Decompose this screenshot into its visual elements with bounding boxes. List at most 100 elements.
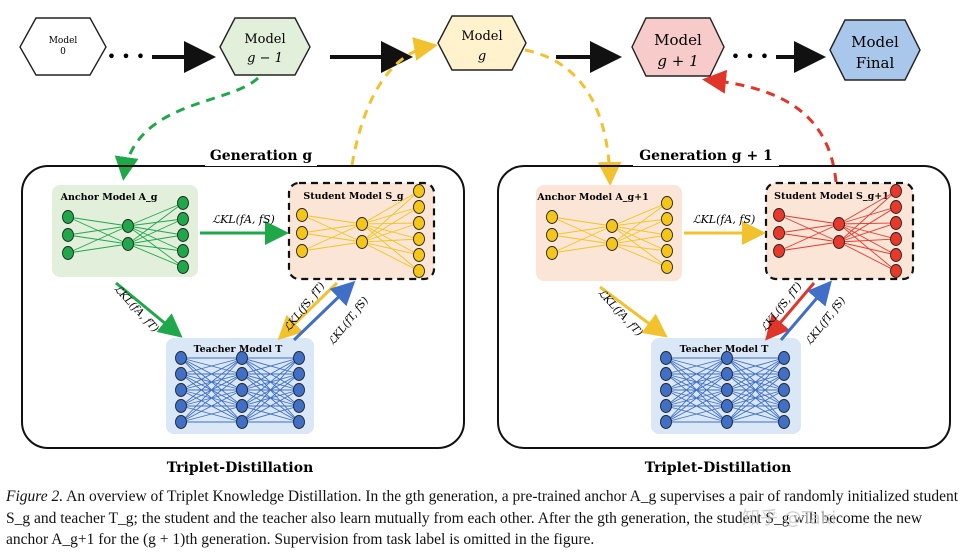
student-model-label: Student Model S_g bbox=[303, 191, 404, 202]
generation-g-plus-1-title: Generation g + 1 bbox=[639, 148, 773, 164]
student-node bbox=[890, 232, 902, 246]
student-model-label: Student Model S_g+1 bbox=[774, 191, 889, 202]
teacher-node bbox=[175, 399, 187, 413]
teacher-to-student-arrow bbox=[292, 280, 356, 342]
triplet-distillation-diagram: Model 0 • • • Model g − 1 Model g Model … bbox=[19, 15, 951, 476]
student-node bbox=[413, 200, 425, 214]
teacher-node bbox=[660, 399, 672, 413]
anchor-node bbox=[122, 219, 134, 233]
student-to-teacher-arrow bbox=[277, 281, 339, 341]
loss-anchor-teacher: ℒKL(fA, fT) bbox=[595, 287, 644, 339]
student-edge bbox=[838, 241, 897, 272]
anchor-edge bbox=[551, 243, 613, 254]
student-edge bbox=[838, 190, 897, 225]
anchor-edge bbox=[611, 243, 668, 268]
student-edge bbox=[361, 222, 420, 243]
model-0-label-line1: Model bbox=[49, 36, 78, 46]
teacher-edge bbox=[241, 405, 300, 423]
anchor-edge bbox=[611, 218, 668, 245]
student-edge bbox=[301, 223, 363, 252]
model-g-hexagon bbox=[437, 15, 527, 71]
model-g-plus-1-label-line1: Model bbox=[654, 31, 702, 49]
model-g-minus-1-label-line2: g − 1 bbox=[247, 51, 283, 66]
student-node bbox=[890, 248, 902, 262]
student-node bbox=[890, 264, 902, 278]
student-edge bbox=[838, 190, 897, 243]
student-edge bbox=[361, 223, 420, 240]
anchor-node bbox=[661, 212, 673, 226]
student-edge bbox=[361, 206, 420, 243]
teacher-node bbox=[293, 399, 305, 413]
teacher-node bbox=[175, 383, 187, 397]
student-node bbox=[890, 200, 902, 214]
teacher-edge bbox=[726, 389, 785, 423]
student-node bbox=[356, 235, 368, 249]
anchor-edge bbox=[127, 225, 184, 252]
generation-panel-g: Generation g Triplet-Distillation Anchor… bbox=[21, 146, 465, 476]
teacher-edge bbox=[726, 405, 785, 423]
ellipsis-left: • • • bbox=[107, 47, 145, 66]
student-edge bbox=[361, 190, 420, 243]
green-dashed-arrow bbox=[114, 76, 260, 181]
teacher-edge bbox=[665, 389, 728, 423]
anchor-edge bbox=[551, 225, 613, 254]
anchor-edge bbox=[551, 225, 613, 236]
student-edge bbox=[838, 222, 897, 243]
model-g-label-line1: Model bbox=[461, 29, 502, 44]
anchor-edge bbox=[611, 225, 668, 236]
caption-figure-label: Figure 2. bbox=[6, 488, 64, 505]
generation-g-plus-1-footer: Triplet-Distillation bbox=[645, 460, 792, 476]
teacher-edge bbox=[241, 357, 300, 407]
teacher-node bbox=[236, 383, 248, 397]
student-edge bbox=[838, 206, 897, 243]
anchor-node bbox=[546, 246, 558, 260]
generation-g-footer: Triplet-Distillation bbox=[167, 460, 314, 476]
teacher-node bbox=[236, 351, 248, 365]
anchor-edge bbox=[611, 218, 668, 227]
student-edge bbox=[838, 223, 897, 256]
anchor-edge bbox=[127, 218, 184, 245]
student-edge bbox=[838, 238, 897, 243]
student-edge bbox=[361, 238, 420, 243]
student-node bbox=[296, 244, 308, 258]
model-g-plus-1-hexagon bbox=[631, 17, 725, 77]
student-node bbox=[413, 232, 425, 246]
anchor-edge bbox=[67, 243, 129, 254]
teacher-node bbox=[778, 399, 790, 413]
student-node bbox=[833, 235, 845, 249]
model-final-label-line1: Model bbox=[851, 33, 899, 51]
student-edge bbox=[301, 241, 363, 252]
teacher-edge bbox=[180, 357, 243, 423]
teacher-node bbox=[236, 415, 248, 429]
teacher-edge bbox=[180, 405, 243, 423]
teacher-node bbox=[778, 415, 790, 429]
student-edge bbox=[301, 223, 363, 234]
loss-anchor-teacher: ℒKL(fA, fT) bbox=[111, 283, 160, 335]
model-final-label-line2: Final bbox=[856, 54, 895, 72]
teacher-edge bbox=[241, 373, 300, 423]
teacher-edge bbox=[241, 357, 300, 391]
anchor-to-teacher-arrow bbox=[115, 281, 183, 338]
student-edge bbox=[361, 241, 420, 256]
teacher-node bbox=[778, 367, 790, 381]
anchor-edge bbox=[127, 243, 184, 268]
model-g-minus-1-label-line1: Model bbox=[244, 32, 285, 47]
student-edge bbox=[361, 206, 420, 225]
figure-caption: Figure 2. An overview of Triplet Knowled… bbox=[6, 486, 968, 551]
teacher-edge bbox=[180, 389, 243, 423]
teacher-node bbox=[293, 351, 305, 365]
teacher-model-label: Teacher Model T bbox=[194, 344, 283, 355]
model-chain: Model 0 • • • Model g − 1 Model g Model … bbox=[19, 15, 921, 81]
student-edge bbox=[361, 223, 420, 256]
anchor-node bbox=[62, 246, 74, 260]
teacher-edge bbox=[726, 357, 785, 423]
teacher-node bbox=[721, 415, 733, 429]
loss-student-teacher: ℒKL(fS, fT) bbox=[282, 280, 328, 334]
anchor-node bbox=[606, 219, 618, 233]
teacher-node bbox=[175, 415, 187, 429]
anchor-edge bbox=[67, 225, 129, 236]
anchor-edge bbox=[127, 243, 184, 252]
teacher-node bbox=[175, 367, 187, 381]
anchor-node bbox=[661, 260, 673, 274]
model-final-hexagon bbox=[829, 19, 921, 81]
